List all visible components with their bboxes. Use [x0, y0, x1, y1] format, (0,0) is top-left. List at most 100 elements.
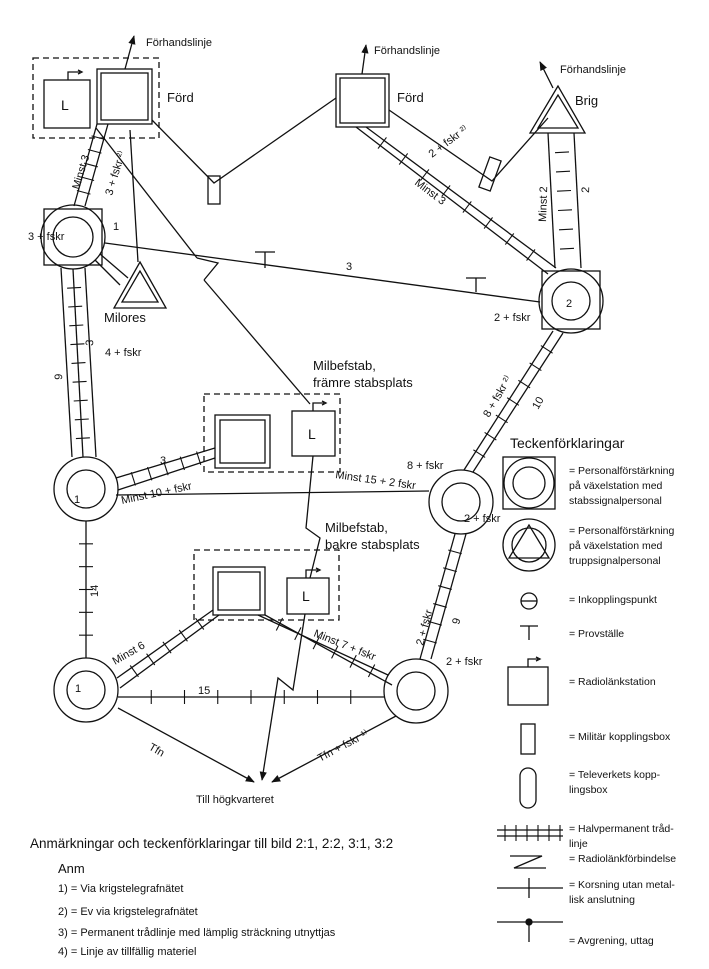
edge-fskr2-c: 2 + fskr: [494, 312, 531, 324]
radio-l3-label: L: [302, 588, 310, 604]
station-2-outer: [538, 268, 604, 334]
station-mid-right-outer: [428, 469, 494, 535]
edge-ten: 10: [530, 395, 547, 412]
edge-fskr4: 4 + fskr: [105, 347, 142, 359]
radio-link-connection-icon: [510, 855, 546, 869]
line-tick: [495, 414, 508, 424]
line-tick: [312, 636, 320, 650]
milores-label: Milores: [104, 310, 146, 325]
rear-staff-dashed-group: [193, 549, 340, 621]
edge-fskr2-e: 2 + fskr: [414, 608, 435, 647]
front-staff-label-1: Milbefstab,: [313, 358, 376, 373]
connection-point-icon: [520, 592, 538, 610]
line-tick: [179, 456, 185, 471]
edge-fskr8-a: 8 + fskr ²⁾: [481, 374, 514, 420]
test-point-icon: [520, 625, 538, 640]
line-tick: [74, 418, 89, 421]
edge-fskr2-a: 3 + fskr ²⁾: [103, 149, 128, 197]
ahead-line-arrow-3: [539, 61, 554, 89]
legend-item-9-line-1: lisk anslutning: [569, 894, 635, 906]
legend-item-0-line-1: på växelstation med: [569, 480, 663, 492]
ford-mid-station: [335, 73, 390, 128]
line-tick: [87, 148, 102, 154]
legend-item-0-line-0: = Personalförstärkning: [569, 465, 675, 477]
line-tick: [195, 617, 205, 630]
legend: Teckenförklaringar: [497, 435, 676, 947]
edge-fskr2-d: 2 + fskr: [464, 513, 501, 525]
line-tick: [71, 362, 86, 364]
line-tick: [162, 641, 172, 654]
edge-nine-a: 9: [53, 373, 65, 380]
legend-item-7-line-0: = Halvpermanent tråd-: [569, 823, 674, 835]
station-1c-outer: [53, 657, 119, 723]
edge-fskr2-b: 2 + fskr ²⁾: [427, 123, 471, 160]
remark-3: 3) = Permanent trådlinje med lämplig str…: [58, 927, 336, 939]
line-tick: [377, 137, 387, 149]
crossing-no-connection-icon: [497, 878, 563, 898]
legend-item-7-line-1: linje: [569, 838, 588, 850]
front-staff-dashed-group: [203, 393, 341, 473]
line-tick: [80, 176, 95, 182]
line-tick: [540, 345, 553, 354]
remarks-title: Anmärkningar och teckenförklaringar till…: [30, 836, 393, 851]
line-tick: [349, 654, 357, 668]
line-tick: [398, 153, 409, 165]
brig-label: Brig: [575, 93, 598, 108]
line-tick: [84, 162, 98, 168]
station-1b-number: 1: [74, 494, 80, 506]
line-tick: [438, 585, 452, 590]
line-tick: [331, 645, 339, 659]
legend-item-6-line-0: = Televerkets kopp-: [569, 769, 661, 781]
ford-left-station: [96, 68, 153, 125]
line-tick: [420, 169, 430, 181]
line-tick: [70, 343, 85, 346]
edge-three-a: 3: [346, 261, 352, 273]
line-tick: [196, 451, 202, 466]
radio-l2-label: L: [308, 426, 316, 442]
line-ford-left-ford-mid: [151, 97, 337, 184]
line-1a-to-2: [104, 242, 541, 303]
line-tick: [484, 431, 497, 441]
line-tick: [163, 461, 169, 476]
line-tick: [557, 209, 573, 212]
line-tick: [526, 249, 536, 261]
front-staff-station: [214, 414, 271, 469]
edge-minst10: Minst 10 + fskr: [120, 480, 193, 507]
line-tick: [555, 170, 571, 173]
station-1c-number: 1: [75, 683, 81, 695]
ford-left-dashed-group: [32, 57, 160, 139]
remarks-anm: Anm: [58, 861, 85, 876]
legend-item-3-line-0: = Provställe: [569, 628, 624, 640]
station-1a-square: [43, 208, 103, 266]
edge-fourteen: 14: [89, 585, 101, 597]
military-junction-box-icon: [520, 723, 536, 755]
line-ford-mid-brig: [388, 109, 549, 182]
legend-item-1-line-1: på växelstation med: [569, 540, 663, 552]
edge-nine-b: 9: [450, 617, 463, 626]
rear-staff-label-2: bakre stabsplats: [325, 537, 420, 552]
line-tick: [433, 603, 447, 608]
remark-4: 4) = Linje av tillfällig materiel: [58, 946, 196, 958]
remark-2: 2) = Ev via krigstelegrafnätet: [58, 906, 198, 918]
branch-tap-icon: [497, 918, 563, 942]
ahead-line-arrow-1: [124, 35, 136, 70]
line-tick: [76, 189, 91, 195]
legend-item-10-line-0: = Avgrening, uttag: [569, 935, 654, 947]
line-tick: [147, 466, 153, 481]
edge-three-b: 3: [84, 339, 96, 346]
line-tick: [68, 305, 83, 308]
edge-tfn-fskr: Tfn + fskr ¹⁾: [316, 728, 371, 765]
station-2-square: [541, 270, 601, 330]
edge-three-c: 3: [160, 455, 166, 467]
radio-link-station-icon: [507, 656, 549, 706]
line-tick: [529, 362, 542, 372]
radio-link-zigzag-1: [196, 257, 220, 281]
radio-link-zigzag-2: [305, 455, 321, 579]
legend-item-2-line-0: = Inkopplingspunkt: [569, 594, 657, 606]
station-1a-number: 1: [113, 221, 119, 233]
line-tick: [130, 471, 136, 486]
line-tick: [72, 380, 87, 383]
semi-permanent-line-icon: [497, 829, 563, 837]
edge-tfn: Tfn: [147, 741, 167, 759]
ahead-line-label-2: Förhandslinje: [374, 45, 440, 57]
